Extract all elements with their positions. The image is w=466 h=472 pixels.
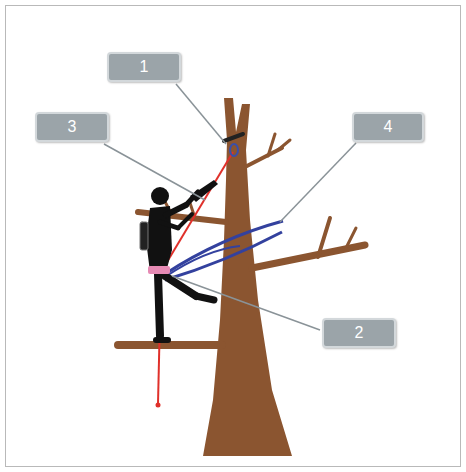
callout-number: 3 <box>68 119 77 135</box>
callout-box: 3 <box>35 112 109 142</box>
rope-anchor <box>224 134 243 156</box>
leader-line <box>172 276 320 330</box>
leader-lines <box>104 84 356 330</box>
callout-number: 2 <box>355 325 364 341</box>
callout-box: 1 <box>107 52 181 82</box>
frame <box>6 6 461 467</box>
callout-box: 4 <box>352 112 424 142</box>
leader-line <box>176 84 226 144</box>
leader-line <box>104 144 205 200</box>
callout-number: 4 <box>384 119 393 135</box>
leader-line <box>280 143 356 222</box>
lanyard <box>165 221 283 280</box>
callout-box: 2 <box>322 318 396 348</box>
callout-number: 1 <box>140 59 149 75</box>
harness <box>148 266 170 274</box>
climber <box>140 180 218 340</box>
tree <box>118 98 365 456</box>
climbing-rope <box>156 152 234 408</box>
